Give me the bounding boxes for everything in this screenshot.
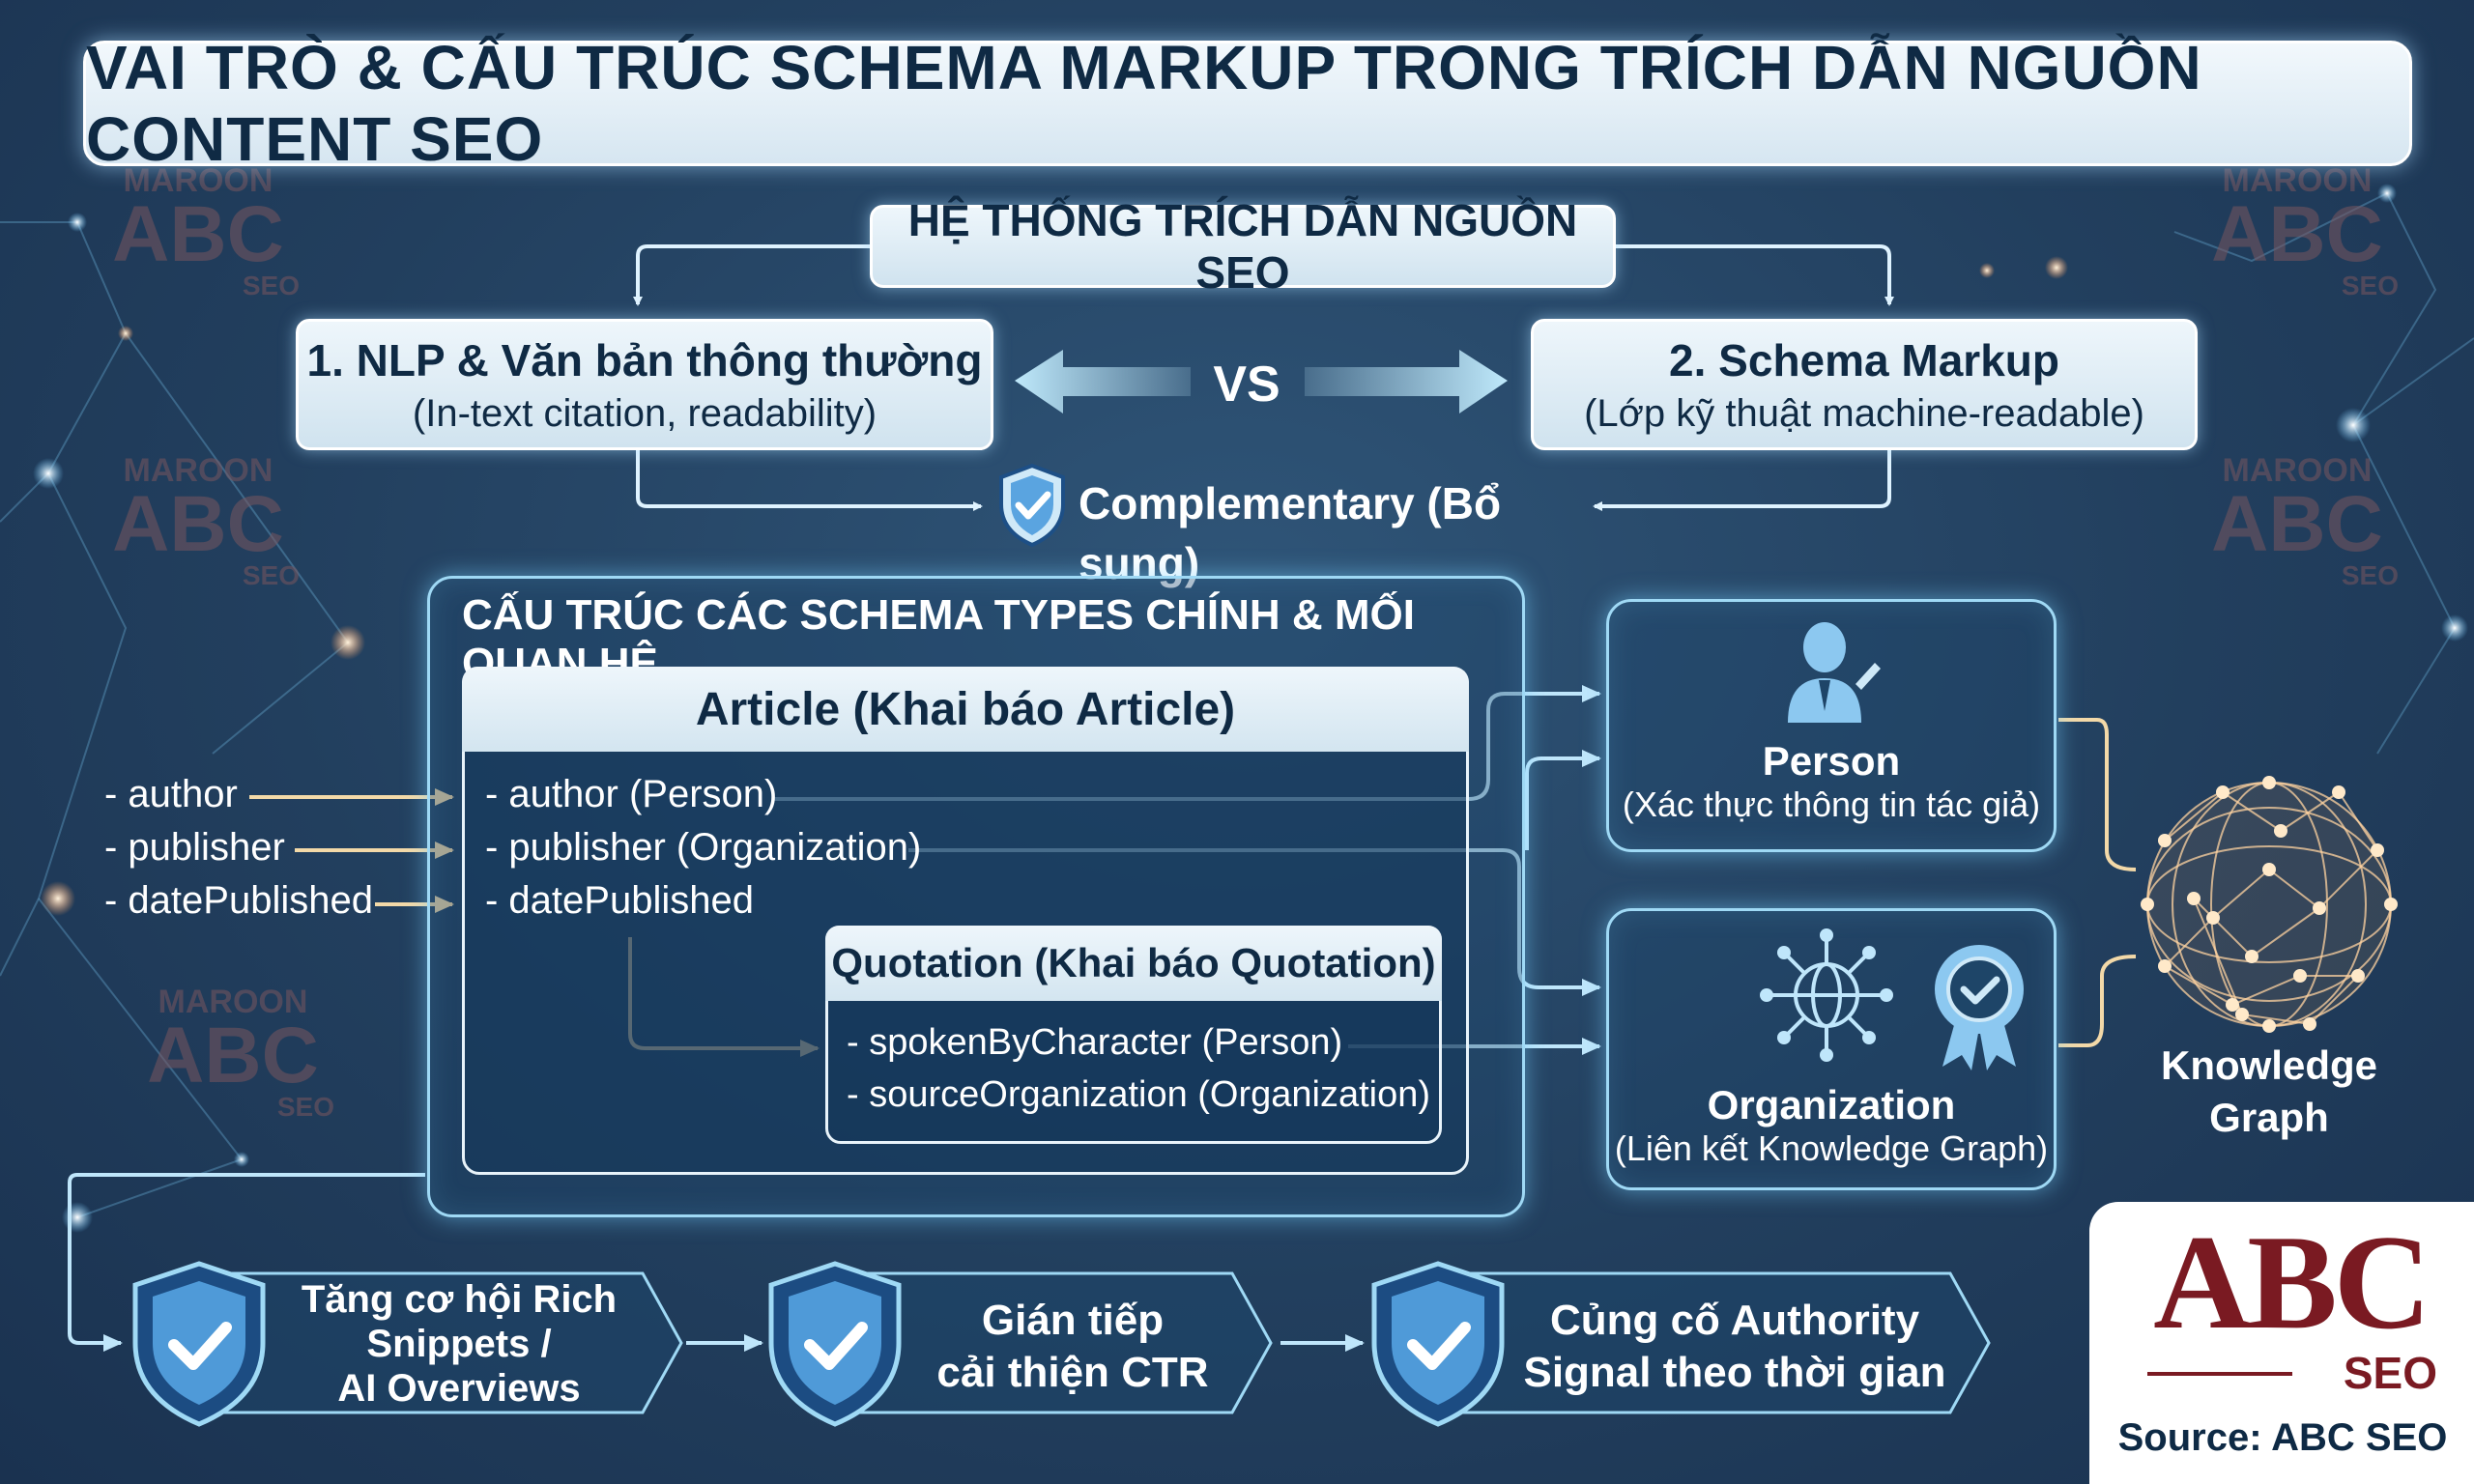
- page-title: VAI TRÒ & CẤU TRÚC SCHEMA MARKUP TRONG T…: [83, 33, 2412, 174]
- nlp-title: 1. NLP & Văn bản thông thường: [306, 334, 983, 385]
- schema-subtitle: (Lớp kỹ thuật machine-readable): [1584, 391, 2144, 435]
- badge-award-icon: [1929, 941, 2029, 1072]
- benefit-authority: Củng cố Authority Signal theo thời gian: [1523, 1297, 1946, 1396]
- quotation-prop-source-org: - sourceOrganization (Organization): [847, 1074, 1431, 1115]
- input-publisher: - publisher: [104, 826, 285, 869]
- brand-logo-sub: SEO: [2343, 1348, 2437, 1398]
- article-prop-publisher: - publisher (Organization): [485, 826, 922, 869]
- source-label: Source: ABC SEO: [2117, 1416, 2448, 1459]
- brand-logo-card: ABC SEO Source: ABC SEO: [2089, 1202, 2474, 1484]
- organization-title: Organization: [1707, 1082, 1956, 1127]
- nlp-text-box: 1. NLP & Văn bản thông thường (In-text c…: [296, 319, 993, 450]
- person-entity-text: Person (Xác thực thông tin tác giả): [1606, 738, 2057, 825]
- watermark-mid-left: MAROON ABC SEO: [112, 452, 300, 590]
- benefit-rich-snippets: Tăng cơ hội Rich Snippets / AI Overviews: [301, 1278, 618, 1410]
- quotation-prop-spoken-by: - spokenByCharacter (Person): [847, 1022, 1343, 1063]
- organization-subtitle: (Liên kết Knowledge Graph): [1614, 1128, 2049, 1168]
- benefit-ctr: Gián tiếp cải thiện CTR: [936, 1297, 1209, 1396]
- person-title: Person: [1762, 738, 1901, 784]
- knowledge-graph-label: Knowledge Graph: [2160, 1042, 2377, 1140]
- nlp-subtitle: (In-text citation, readability): [412, 391, 877, 435]
- watermark-mid-right: MAROON ABC SEO: [2211, 452, 2399, 590]
- shield-check-icon: [995, 462, 1069, 549]
- system-header: HỆ THỐNG TRÍCH DẪN NGUỒN SEO: [870, 195, 1616, 298]
- watermark-top-left: MAROON ABC SEO: [112, 162, 300, 300]
- watermark-bottom-left: MAROON ABC SEO: [147, 984, 334, 1122]
- organization-entity-text: Organization (Liên kết Knowledge Graph): [1606, 1082, 2057, 1169]
- watermark-top-right: MAROON ABC SEO: [2211, 162, 2399, 300]
- input-date-published: - datePublished: [104, 879, 373, 922]
- person-icon: [1774, 614, 1890, 730]
- vs-label: VS: [1213, 357, 1280, 413]
- article-prop-author: - author (Person): [485, 773, 778, 815]
- input-author: - author: [104, 773, 238, 815]
- globe-network-icon: [1757, 926, 1896, 1065]
- structure-title: CẤU TRÚC CÁC SCHEMA TYPES CHÍNH & MỐI QU…: [462, 591, 1415, 687]
- knowledge-graph-icon: [2141, 776, 2398, 1033]
- brand-logo-line: [2147, 1372, 2292, 1376]
- complementary-label: Complementary (Bổ sung): [1079, 478, 1502, 588]
- article-prop-date-published: - datePublished: [485, 879, 754, 922]
- person-subtitle: (Xác thực thông tin tác giả): [1622, 785, 2041, 824]
- brand-logo-mark: ABC: [2153, 1208, 2431, 1357]
- quotation-header: Quotation (Khai báo Quotation): [825, 926, 1442, 1001]
- schema-markup-box: 2. Schema Markup (Lớp kỹ thuật machine-r…: [1531, 319, 2198, 450]
- article-header: Article (Khai báo Article): [462, 667, 1469, 752]
- schema-title: 2. Schema Markup: [1669, 334, 2059, 385]
